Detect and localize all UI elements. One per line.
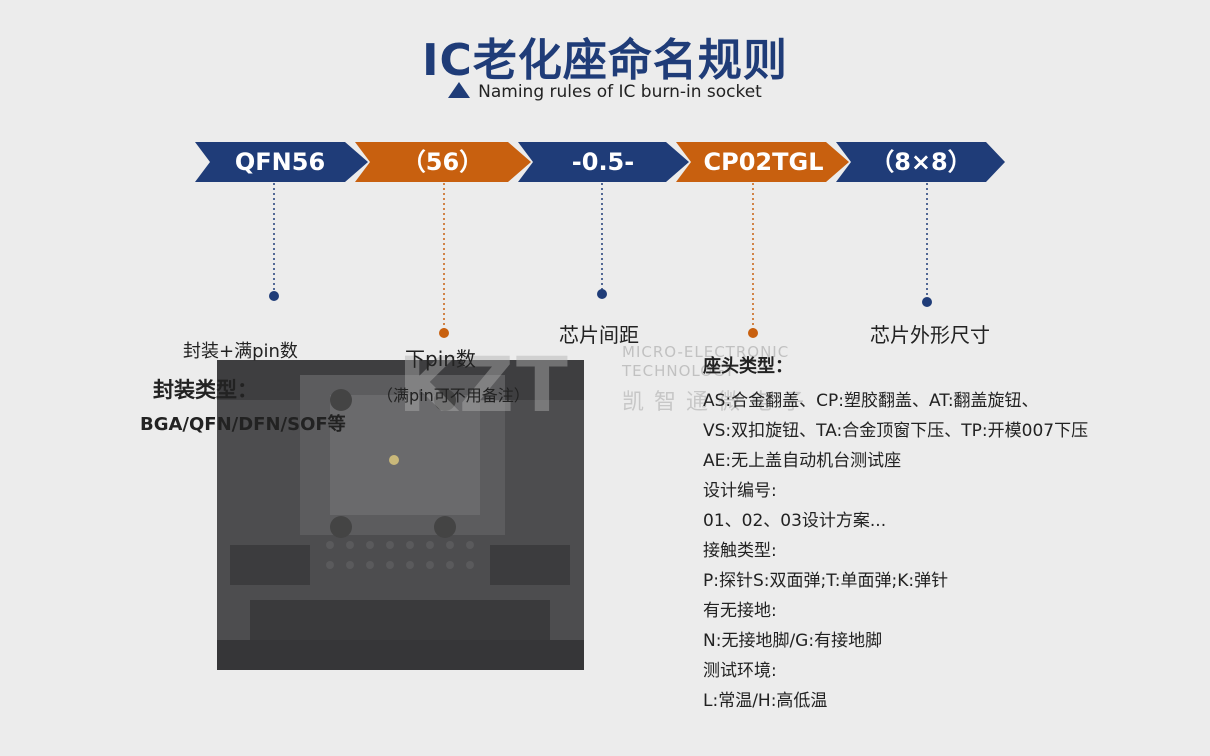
subtitle-row: Naming rules of IC burn-in socket (0, 82, 1210, 102)
connector-dot (748, 328, 758, 338)
label-chip-size: 芯片外形尺寸 (870, 323, 990, 347)
socket-description: 座头类型： AS:合金翻盖、CP:塑胶翻盖、AT:翻盖旋钮、 VS:双扣旋钮、T… (703, 352, 1203, 716)
subtitle: Naming rules of IC burn-in socket (478, 82, 762, 102)
desc-line: 座头类型： (703, 356, 793, 377)
socket-image (217, 360, 584, 670)
segment-label-package: QFN56 (234, 148, 326, 176)
desc-line: 测试环境: (703, 661, 777, 681)
desc-line: N:无接地脚/G:有接地脚 (703, 631, 883, 651)
desc-line: AE:无上盖自动机台测试座 (703, 451, 902, 471)
label-package-examples: BGA/QFN/DFN/SOF等 (140, 414, 346, 435)
label-lower-pin: 下pin数 (405, 347, 476, 371)
watermark-line2: TECHNOLOGY (622, 362, 736, 380)
connector-dot (597, 289, 607, 299)
desc-line: 接触类型: (703, 541, 777, 561)
segment-pitch (518, 142, 689, 182)
watermark-logo: KZT (398, 340, 570, 429)
label-lower-pin-note: （满pin可不用备注） (377, 386, 530, 405)
connector-dot (269, 291, 279, 301)
label-package-type: 封装类型： (153, 378, 258, 402)
desc-line: P:探针S:双面弹;T:单面弹;K:弹针 (703, 571, 949, 591)
segment-label-size: （8×8） (870, 148, 972, 176)
desc-line: 有无接地: (703, 601, 777, 621)
segment-qfn56 (195, 142, 368, 182)
segment-label-socket-code: CP02TGL (703, 148, 824, 176)
connector-dot (922, 297, 932, 307)
desc-line: 01、02、03设计方案... (703, 511, 887, 531)
watermark-cn: 凯智通微电子 (622, 390, 815, 415)
segment-56 (355, 142, 531, 182)
segment-label-pitch: -0.5- (571, 148, 635, 176)
label-pitch: 芯片间距 (559, 323, 639, 347)
desc-line: 设计编号: (703, 481, 777, 501)
desc-line: L:常温/H:高低温 (703, 691, 828, 711)
segment-size (836, 142, 1005, 182)
segment-label-pin-count: （56） (401, 148, 484, 176)
connector-dot (439, 328, 449, 338)
triangle-icon (448, 82, 471, 98)
desc-line: AS:合金翻盖、CP:塑胶翻盖、AT:翻盖旋钮、 (703, 391, 1039, 411)
segment-cp02tgl (676, 142, 849, 182)
page-title: IC老化座命名规则 (422, 35, 788, 86)
watermark-line1: MICRO-ELECTRONIC (622, 343, 790, 361)
label-package-pin: 封装+满pin数 (183, 341, 298, 362)
desc-line: VS:双扣旋钮、TA:合金顶窗下压、TP:开模007下压 (703, 421, 1089, 441)
